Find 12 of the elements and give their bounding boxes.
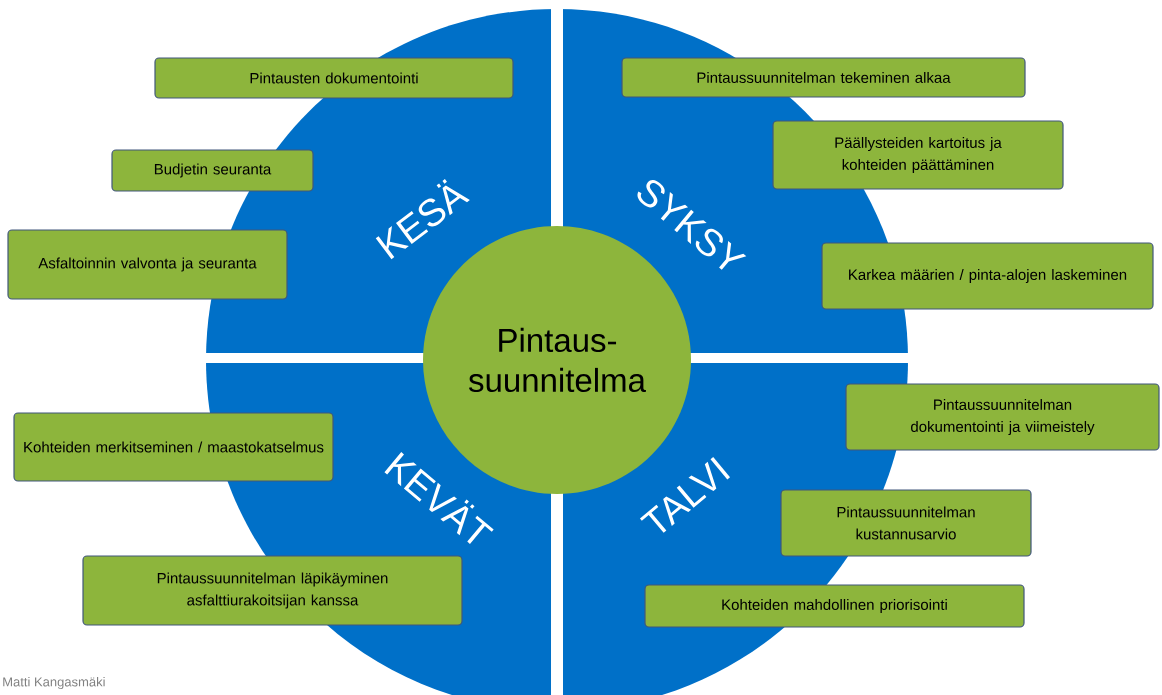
- activity-box: Pintaussuunnitelman tekeminen alkaa: [621, 57, 1026, 98]
- activity-box: Pintaussuunnitelman läpikäyminen asfalttiurakoitsijan kanssa: [82, 555, 463, 626]
- activity-box: Päällysteiden kartoitus ja kohteiden päättäminen: [772, 120, 1064, 190]
- activity-box: Karkea määrien / pinta-alojen laskeminen: [821, 242, 1154, 310]
- activity-box: Asfaltoinnin valvonta ja seuranta: [7, 229, 288, 300]
- credit-text: Matti Kangasmäki: [3, 676, 105, 690]
- activity-box: Kohteiden merkitseminen / maastokatselmus: [13, 412, 334, 482]
- activity-box: Pintaussuunnitelman kustannusarvio: [780, 489, 1032, 557]
- activity-box: Kohteiden mahdollinen priorisointi: [644, 584, 1025, 628]
- activity-box: Budjetin seuranta: [111, 149, 314, 192]
- activity-box: Pintaussuunnitelman dokumentointi ja viimeistely: [845, 383, 1160, 451]
- activity-box: Pintausten dokumentointi: [154, 57, 514, 99]
